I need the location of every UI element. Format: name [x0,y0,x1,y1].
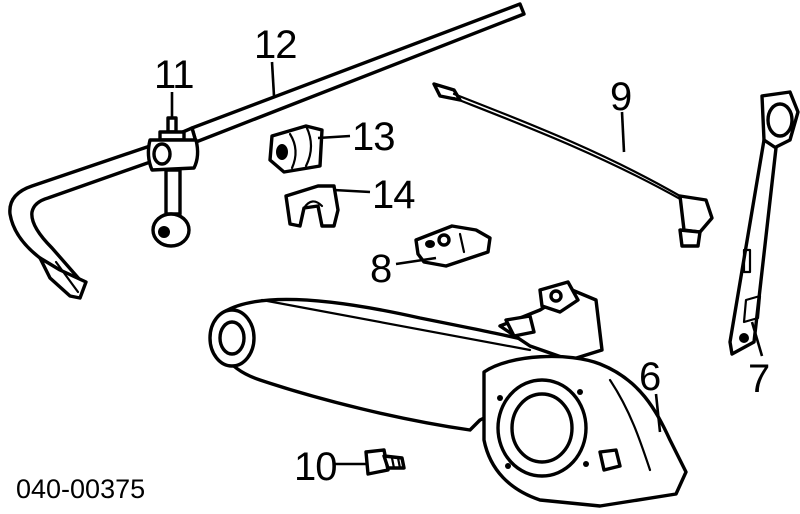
bushing-bracket [284,184,340,228]
leader-lines [170,61,764,466]
callout-14: 14 [372,173,415,217]
bolt [364,448,406,476]
callout-9: 9 [610,75,631,119]
trailing-link [728,90,800,356]
bushing [268,124,324,174]
callout-11: 11 [154,53,194,97]
callout-6: 6 [639,355,660,399]
callout-13: 13 [352,115,395,159]
stabilizer-link [146,116,200,248]
knuckle [482,354,688,508]
callout-12: 12 [254,23,297,67]
mounting-bracket [414,224,492,268]
callout-7: 7 [748,357,769,401]
callout-8: 8 [370,247,391,291]
callout-10: 10 [294,445,337,489]
catalog-number: 040-00375 [16,474,145,504]
sensor-cable [432,82,714,248]
